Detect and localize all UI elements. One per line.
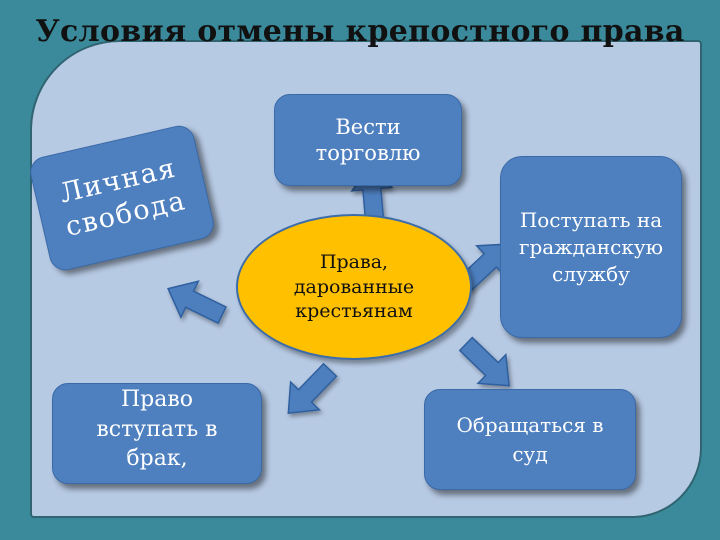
box-civil-service-label: Поступать на гражданскую службу xyxy=(518,207,664,286)
box-marriage: Право вступать в брак, xyxy=(52,383,262,484)
box-court-label: Обращаться в суд xyxy=(456,412,604,466)
box-civil-service: Поступать на гражданскую службу xyxy=(500,156,682,338)
arrow-to-personal-freedom xyxy=(167,280,227,325)
box-marriage-label: Право вступать в брак, xyxy=(96,387,218,472)
box-trade-label: Вести торговлю xyxy=(315,114,421,165)
arrow-to-marriage xyxy=(287,362,338,415)
box-personal-freedom-label: Личная свобода xyxy=(56,152,189,243)
box-court: Обращаться в суд xyxy=(424,389,636,490)
center-label: Права, дарованные крестьянам xyxy=(293,250,415,323)
arrow-to-court xyxy=(458,336,511,387)
center-ellipse: Права, дарованные крестьянам xyxy=(236,214,472,360)
box-trade: Вести торговлю xyxy=(274,94,462,186)
slide-title: Условия отмены крепостного права xyxy=(35,14,685,49)
